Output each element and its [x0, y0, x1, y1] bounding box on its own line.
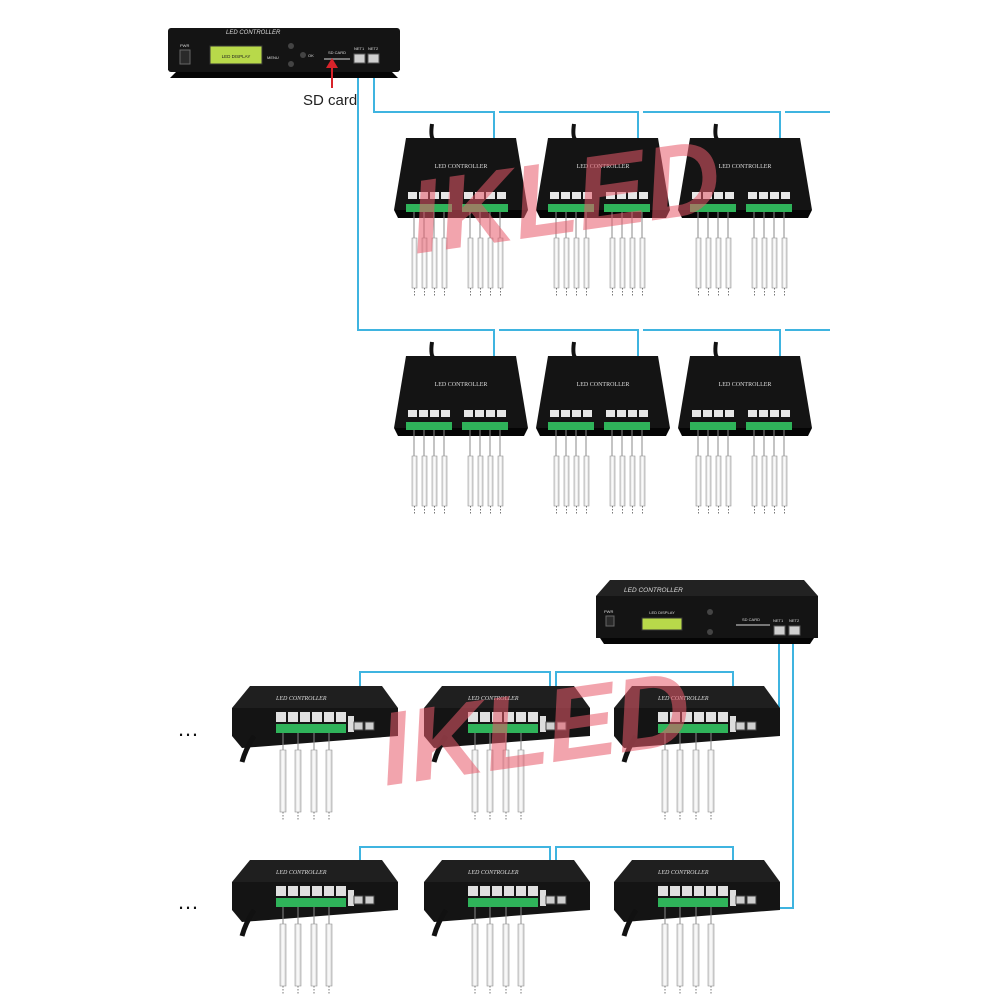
continuation-ellipsis: … [177, 716, 201, 741]
svg-text:SD CARD: SD CARD [328, 50, 346, 55]
led-controller-unit: LED CONTROLLER [536, 341, 670, 514]
svg-text:LED CONTROLLER: LED CONTROLLER [657, 870, 709, 876]
led-controller-unit: LED CONTROLLER [394, 341, 528, 514]
network-cables-top [357, 62, 830, 358]
led-controller-unit: LED CONTROLLER [536, 123, 670, 296]
svg-text:LED CONTROLLER: LED CONTROLLER [275, 696, 327, 702]
svg-text:MENU: MENU [267, 55, 279, 60]
svg-text:SD CARD: SD CARD [742, 617, 760, 622]
svg-text:LED CONTROLLER: LED CONTROLLER [435, 164, 488, 170]
slave-controllers-bottom-chain: LED CONTROLLER LED CONTROLLER LED CONTROLL… [232, 686, 780, 994]
led-controller-unit: LED CONTROLLER [232, 686, 398, 820]
trunk-cable-row2 [357, 62, 830, 358]
svg-text:LED CONTROLLER: LED CONTROLLER [719, 382, 772, 388]
svg-text:LED DISPLAY: LED DISPLAY [222, 54, 251, 59]
led-controller-unit: LED CONTROLLER [232, 860, 398, 994]
svg-text:LED CONTROLLER: LED CONTROLLER [226, 30, 281, 36]
svg-text:PWR: PWR [604, 609, 613, 614]
svg-text:NET2: NET2 [789, 618, 800, 623]
svg-text:NET1: NET1 [773, 618, 784, 623]
svg-text:OK: OK [308, 53, 314, 58]
master-controller-bottom: LED CONTROLLER LED DISPLAY PWR SD CARD N… [596, 580, 818, 644]
sd-card-label: SD card [303, 92, 358, 109]
svg-text:LED CONTROLLER: LED CONTROLLER [577, 382, 630, 388]
svg-text:NET1: NET1 [354, 46, 365, 51]
master-controller-top: LED DISPLAY LED CONTROLLER PWR MENU OK S… [168, 28, 400, 78]
svg-text:LED CONTROLLER: LED CONTROLLER [275, 870, 327, 876]
svg-text:LED CONTROLLER: LED CONTROLLER [435, 382, 488, 388]
svg-text:LED CONTROLLER: LED CONTROLLER [624, 587, 683, 594]
led-controller-unit: LED CONTROLLER [424, 686, 590, 820]
svg-text:PWR: PWR [180, 43, 189, 48]
svg-text:LED CONTROLLER: LED CONTROLLER [719, 164, 772, 170]
sd-card-arrow [326, 58, 338, 88]
trunk-cable-row1 [373, 62, 830, 140]
led-controller-unit: LED CONTROLLER [394, 123, 528, 296]
svg-text:LED CONTROLLER: LED CONTROLLER [467, 696, 519, 702]
led-controller-unit: LED CONTROLLER [614, 860, 780, 994]
svg-text:LED DISPLAY: LED DISPLAY [649, 610, 675, 615]
svg-text:NET2: NET2 [368, 46, 379, 51]
svg-text:LED CONTROLLER: LED CONTROLLER [657, 696, 709, 702]
watermark-bottom: IKLED [373, 650, 698, 808]
svg-text:LED CONTROLLER: LED CONTROLLER [577, 164, 630, 170]
led-controller-unit: LED CONTROLLER [614, 686, 780, 820]
led-controller-unit: LED CONTROLLER [424, 860, 590, 994]
led-controller-unit: LED CONTROLLER [678, 341, 812, 514]
slave-controllers-top-grid: LED CONTROLLER LED CONTROLLER LED CONTROLL… [394, 123, 812, 514]
svg-text:LED CONTROLLER: LED CONTROLLER [467, 870, 519, 876]
led-controller-unit: LED CONTROLLER [678, 123, 812, 296]
continuation-ellipsis: … [177, 889, 201, 914]
